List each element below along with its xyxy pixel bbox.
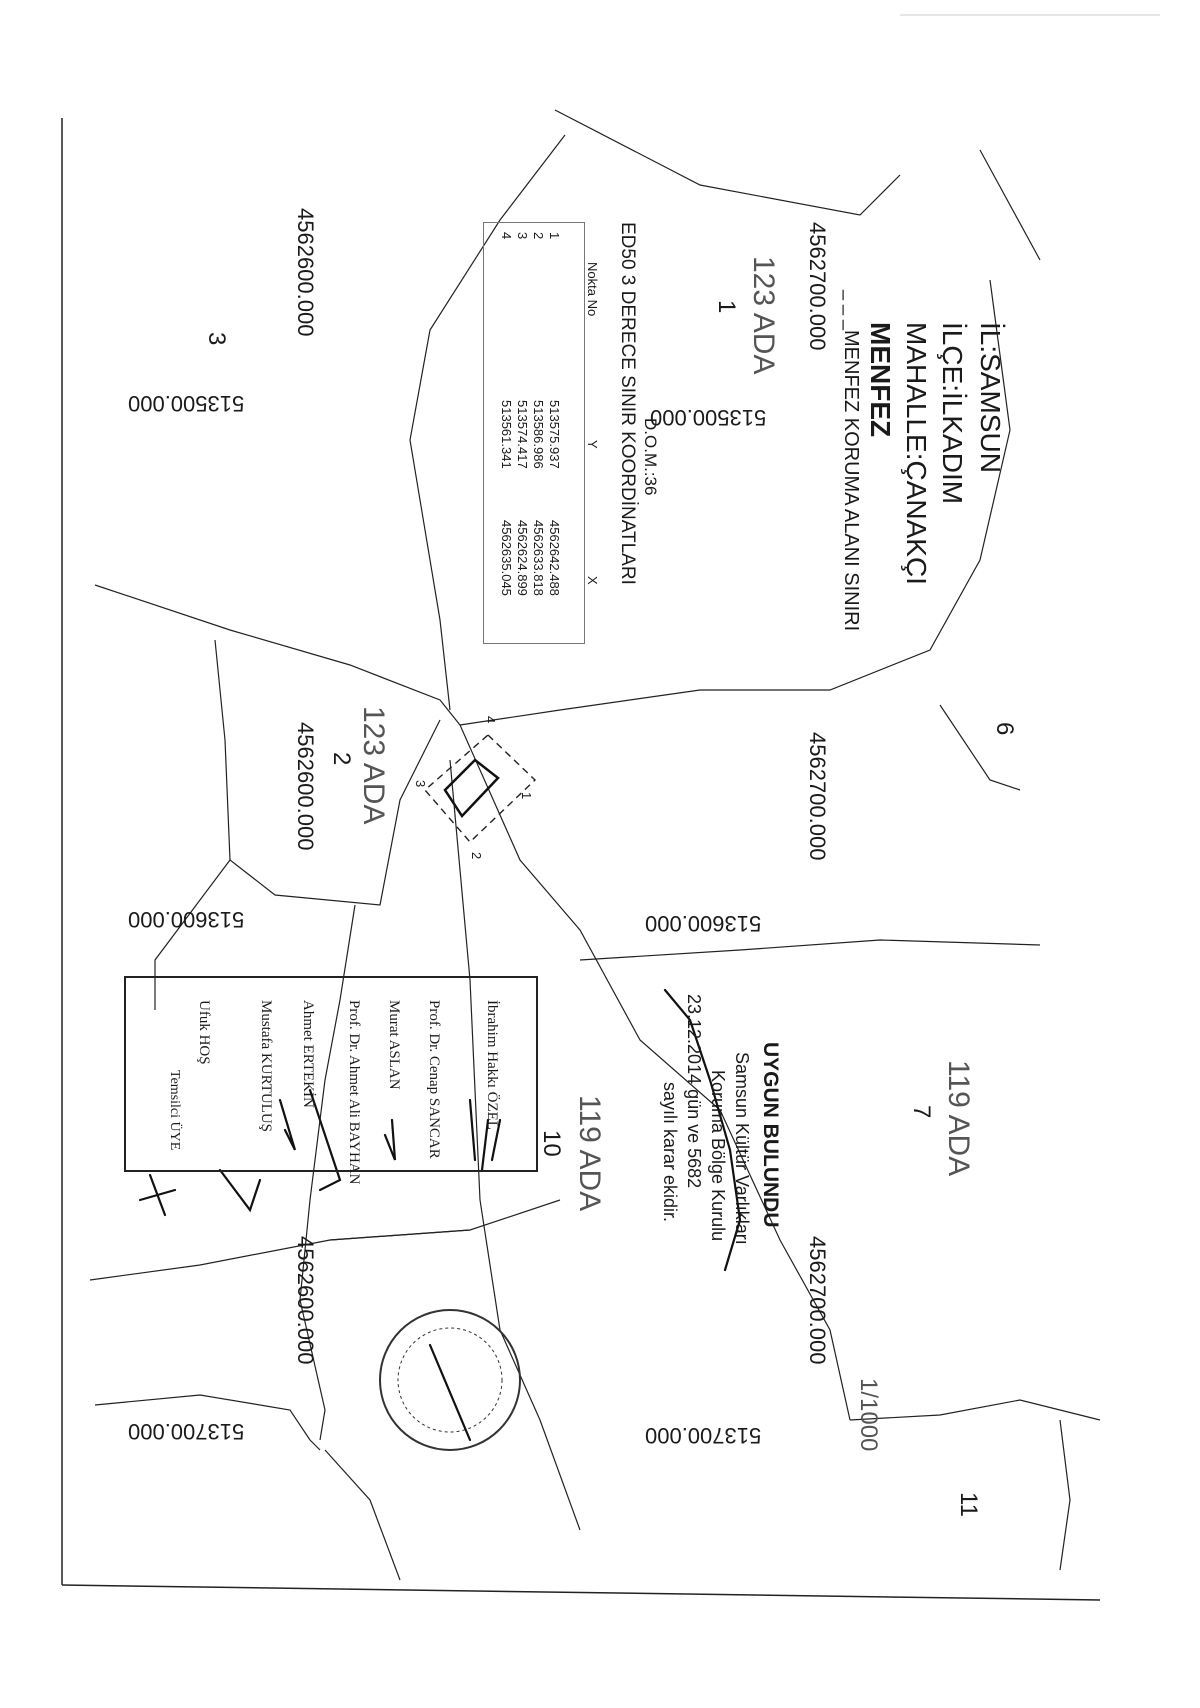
grid-east-513700-b: 513700.000 bbox=[128, 1419, 245, 1444]
coord-row-2-x: 4562633.818 bbox=[531, 520, 546, 596]
parcel-boundaries bbox=[89, 109, 1101, 1581]
parcel-3: 3 bbox=[203, 332, 230, 346]
coord-row-3-x: 4562624.899 bbox=[515, 520, 530, 596]
coord-row-2-no: 2 bbox=[531, 232, 546, 240]
header-menfez: MENFEZ bbox=[865, 322, 896, 438]
grid-north-top-c: 4562700.000 bbox=[805, 1236, 830, 1365]
approval-line-2: Koruma Bölge Kurulu bbox=[708, 1070, 728, 1242]
grid-east-513700-a: 513700.000 bbox=[645, 1423, 762, 1448]
grid-north-top-a: 4562700.000 bbox=[805, 222, 830, 351]
coord-row-1-x: 4562642.488 bbox=[547, 520, 562, 596]
grid-east-513600-b: 513600.000 bbox=[128, 907, 245, 932]
signature-box bbox=[124, 976, 538, 1172]
grid-east-513500-b: 513500.000 bbox=[128, 391, 245, 416]
legend-symbol: _ _ _ bbox=[842, 290, 862, 331]
coord-row-4-x: 4562635.045 bbox=[499, 520, 514, 596]
approval-line-3: 23.12.2014 gün ve 5682 bbox=[684, 994, 704, 1189]
approval-line-1: Samsun Kültür Varlıkları bbox=[732, 1052, 752, 1245]
grid-north-bottom-a: 4562600.000 bbox=[293, 208, 318, 337]
parcel-119-7-ada: 119 ADA bbox=[942, 1060, 975, 1177]
map-scale: 1/1000 bbox=[855, 1378, 882, 1452]
coord-row-4-no: 4 bbox=[499, 232, 514, 240]
menfez-structure bbox=[443, 758, 500, 819]
coordinates-header-x: X bbox=[585, 576, 600, 585]
point-4: 4 bbox=[483, 716, 498, 724]
approval-line-4: sayılı karar ekidir. bbox=[660, 1082, 680, 1223]
parcel-123-1-no: 1 bbox=[713, 300, 740, 314]
point-3: 3 bbox=[413, 780, 428, 788]
member-role: Temsilci ÜYE bbox=[167, 1070, 182, 1151]
coord-row-3-y: 513574.417 bbox=[515, 400, 530, 469]
parcel-119-10-ada: 119 ADA bbox=[573, 1095, 606, 1212]
member-7: Ufuk HOŞ bbox=[196, 1000, 212, 1065]
point-1: 1 bbox=[519, 792, 534, 800]
parcel-123-2-no: 2 bbox=[328, 752, 355, 766]
frame-bottom bbox=[61, 1584, 1101, 1601]
signatures bbox=[138, 988, 742, 1442]
grid-north-bottom-c: 4562600.000 bbox=[293, 1236, 318, 1365]
coord-row-4-y: 513561.341 bbox=[499, 400, 514, 469]
header-il: İL:SAMSUN bbox=[975, 322, 1006, 473]
legend-protection-boundary: MENFEZ KORUMA ALANI SINIRI bbox=[840, 330, 862, 632]
coord-row-3-no: 3 bbox=[515, 232, 530, 240]
member-3: Murat ASLAN bbox=[386, 1000, 402, 1090]
kurul-seal bbox=[379, 1309, 521, 1451]
member-2: Prof. Dr. Cenap SANCAR bbox=[426, 1000, 442, 1159]
approval-title: UYGUN BULUNDU bbox=[759, 1042, 782, 1228]
protection-area-boundary bbox=[424, 734, 537, 844]
coord-row-1-no: 1 bbox=[547, 232, 562, 240]
parcel-123-1-ada: 123 ADA bbox=[747, 256, 780, 375]
grid-east-513500-a: 513500.000 bbox=[650, 405, 767, 430]
member-1: İbrahim Hakkı ÖZEL bbox=[484, 1000, 500, 1130]
coordinates-header-y: Y bbox=[585, 440, 600, 449]
header-ilce: İLÇE:İLKADIM bbox=[937, 322, 968, 505]
grid-north-top-b: 4562700.000 bbox=[805, 732, 830, 861]
coordinates-header-nokta: Nokta No bbox=[585, 262, 600, 317]
parcel-123-2-ada: 123 ADA bbox=[357, 706, 390, 825]
coord-row-2-y: 513586.986 bbox=[531, 400, 546, 469]
parcel-119-10-no: 10 bbox=[538, 1130, 565, 1157]
grid-east-513600-a: 513600.000 bbox=[645, 911, 762, 936]
parcel-6: 6 bbox=[991, 722, 1018, 736]
parcel-11: 11 bbox=[955, 1492, 982, 1517]
member-5: Ahmet ERTEKİN bbox=[300, 1000, 316, 1108]
coordinates-title: ED50 3 DERECE SINIR KOORDİNATLARI bbox=[617, 222, 638, 585]
member-6: Mustafa KURTULUŞ bbox=[258, 1000, 274, 1133]
coord-row-1-y: 513575.937 bbox=[547, 400, 562, 469]
grid-north-bottom-b: 4562600.000 bbox=[293, 722, 318, 851]
header-mahalle: MAHALLE:ÇANAKÇI bbox=[901, 322, 932, 585]
point-2: 2 bbox=[469, 852, 484, 860]
parcel-119-7-no: 7 bbox=[908, 1105, 935, 1119]
member-4: Prof. Dr. Ahmet Ali BAYHAN bbox=[346, 1000, 362, 1185]
